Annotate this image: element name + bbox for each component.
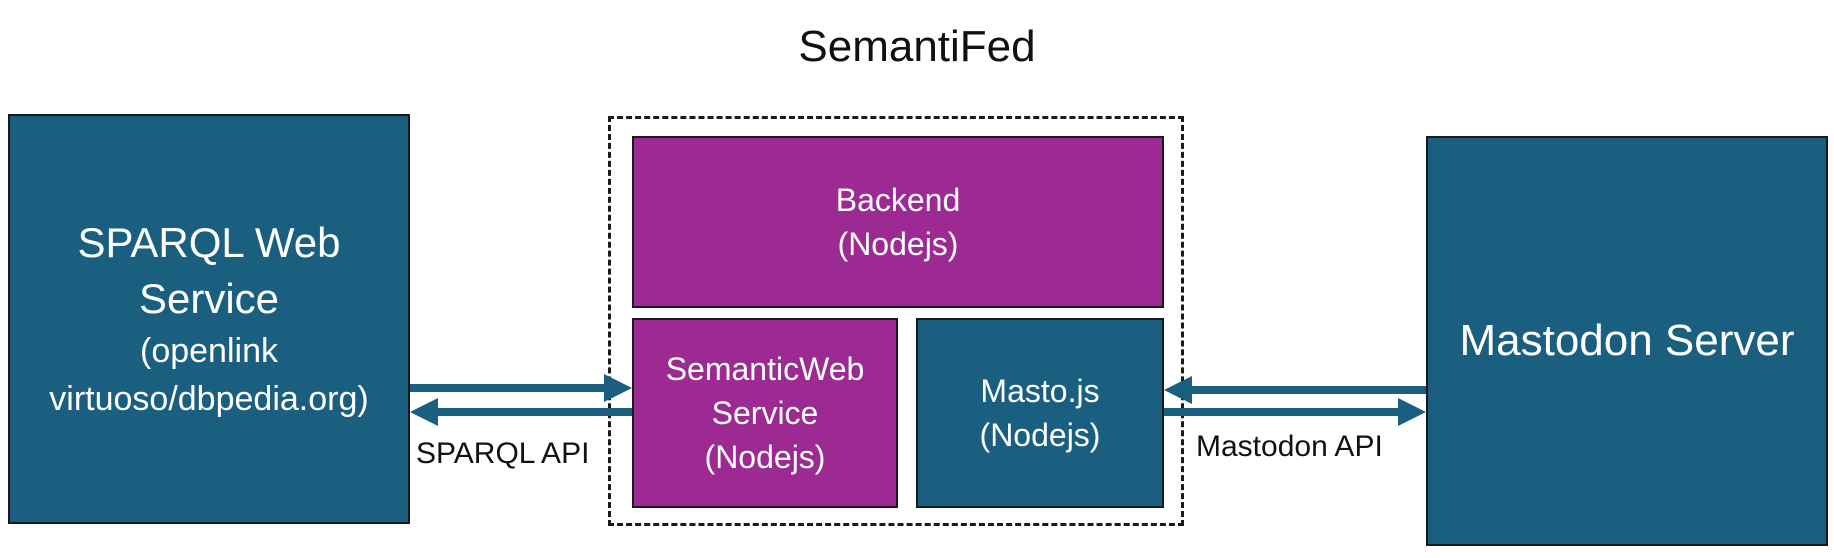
- semantifed-container: [608, 116, 1184, 526]
- semanticweb-service-box: SemanticWeb Service (Nodejs): [632, 318, 898, 508]
- semanticweb-line-1: SemanticWeb: [665, 351, 865, 387]
- arrow-mastodon-to-mastojs: [1164, 376, 1426, 404]
- arrow-mastojs-to-mastodon: [1164, 398, 1426, 426]
- sparql-web-service-box: SPARQL Web Service (openlink virtuoso/db…: [8, 114, 410, 524]
- sparql-service-line-1: SPARQL Web: [77, 219, 341, 266]
- diagram-title: SemantiFed: [798, 22, 1036, 71]
- masto-js-box: Masto.js (Nodejs): [916, 318, 1164, 508]
- mastodon-server-label: Mastodon Server: [1459, 316, 1795, 365]
- backend-box: Backend (Nodejs): [632, 136, 1164, 308]
- mastodon-api-label: Mastodon API: [1196, 430, 1383, 463]
- sparql-service-line-2: Service: [138, 275, 280, 322]
- masto-js-label: Masto.js: [980, 373, 1100, 409]
- arrow-sparql-to-semanticweb: [410, 374, 632, 402]
- sparql-api-label: SPARQL API: [416, 437, 590, 470]
- arrow-semanticweb-to-sparql: [410, 398, 632, 426]
- sparql-service-line-4: virtuoso/dbpedia.org): [49, 380, 369, 418]
- masto-js-runtime: (Nodejs): [979, 417, 1101, 453]
- mastodon-server-box: Mastodon Server: [1426, 136, 1828, 546]
- semanticweb-line-3: (Nodejs): [704, 439, 826, 475]
- sparql-service-line-3: (openlink: [140, 332, 278, 370]
- backend-label: Backend: [835, 182, 961, 218]
- semanticweb-line-2: Service: [711, 395, 819, 431]
- backend-runtime: (Nodejs): [837, 226, 959, 262]
